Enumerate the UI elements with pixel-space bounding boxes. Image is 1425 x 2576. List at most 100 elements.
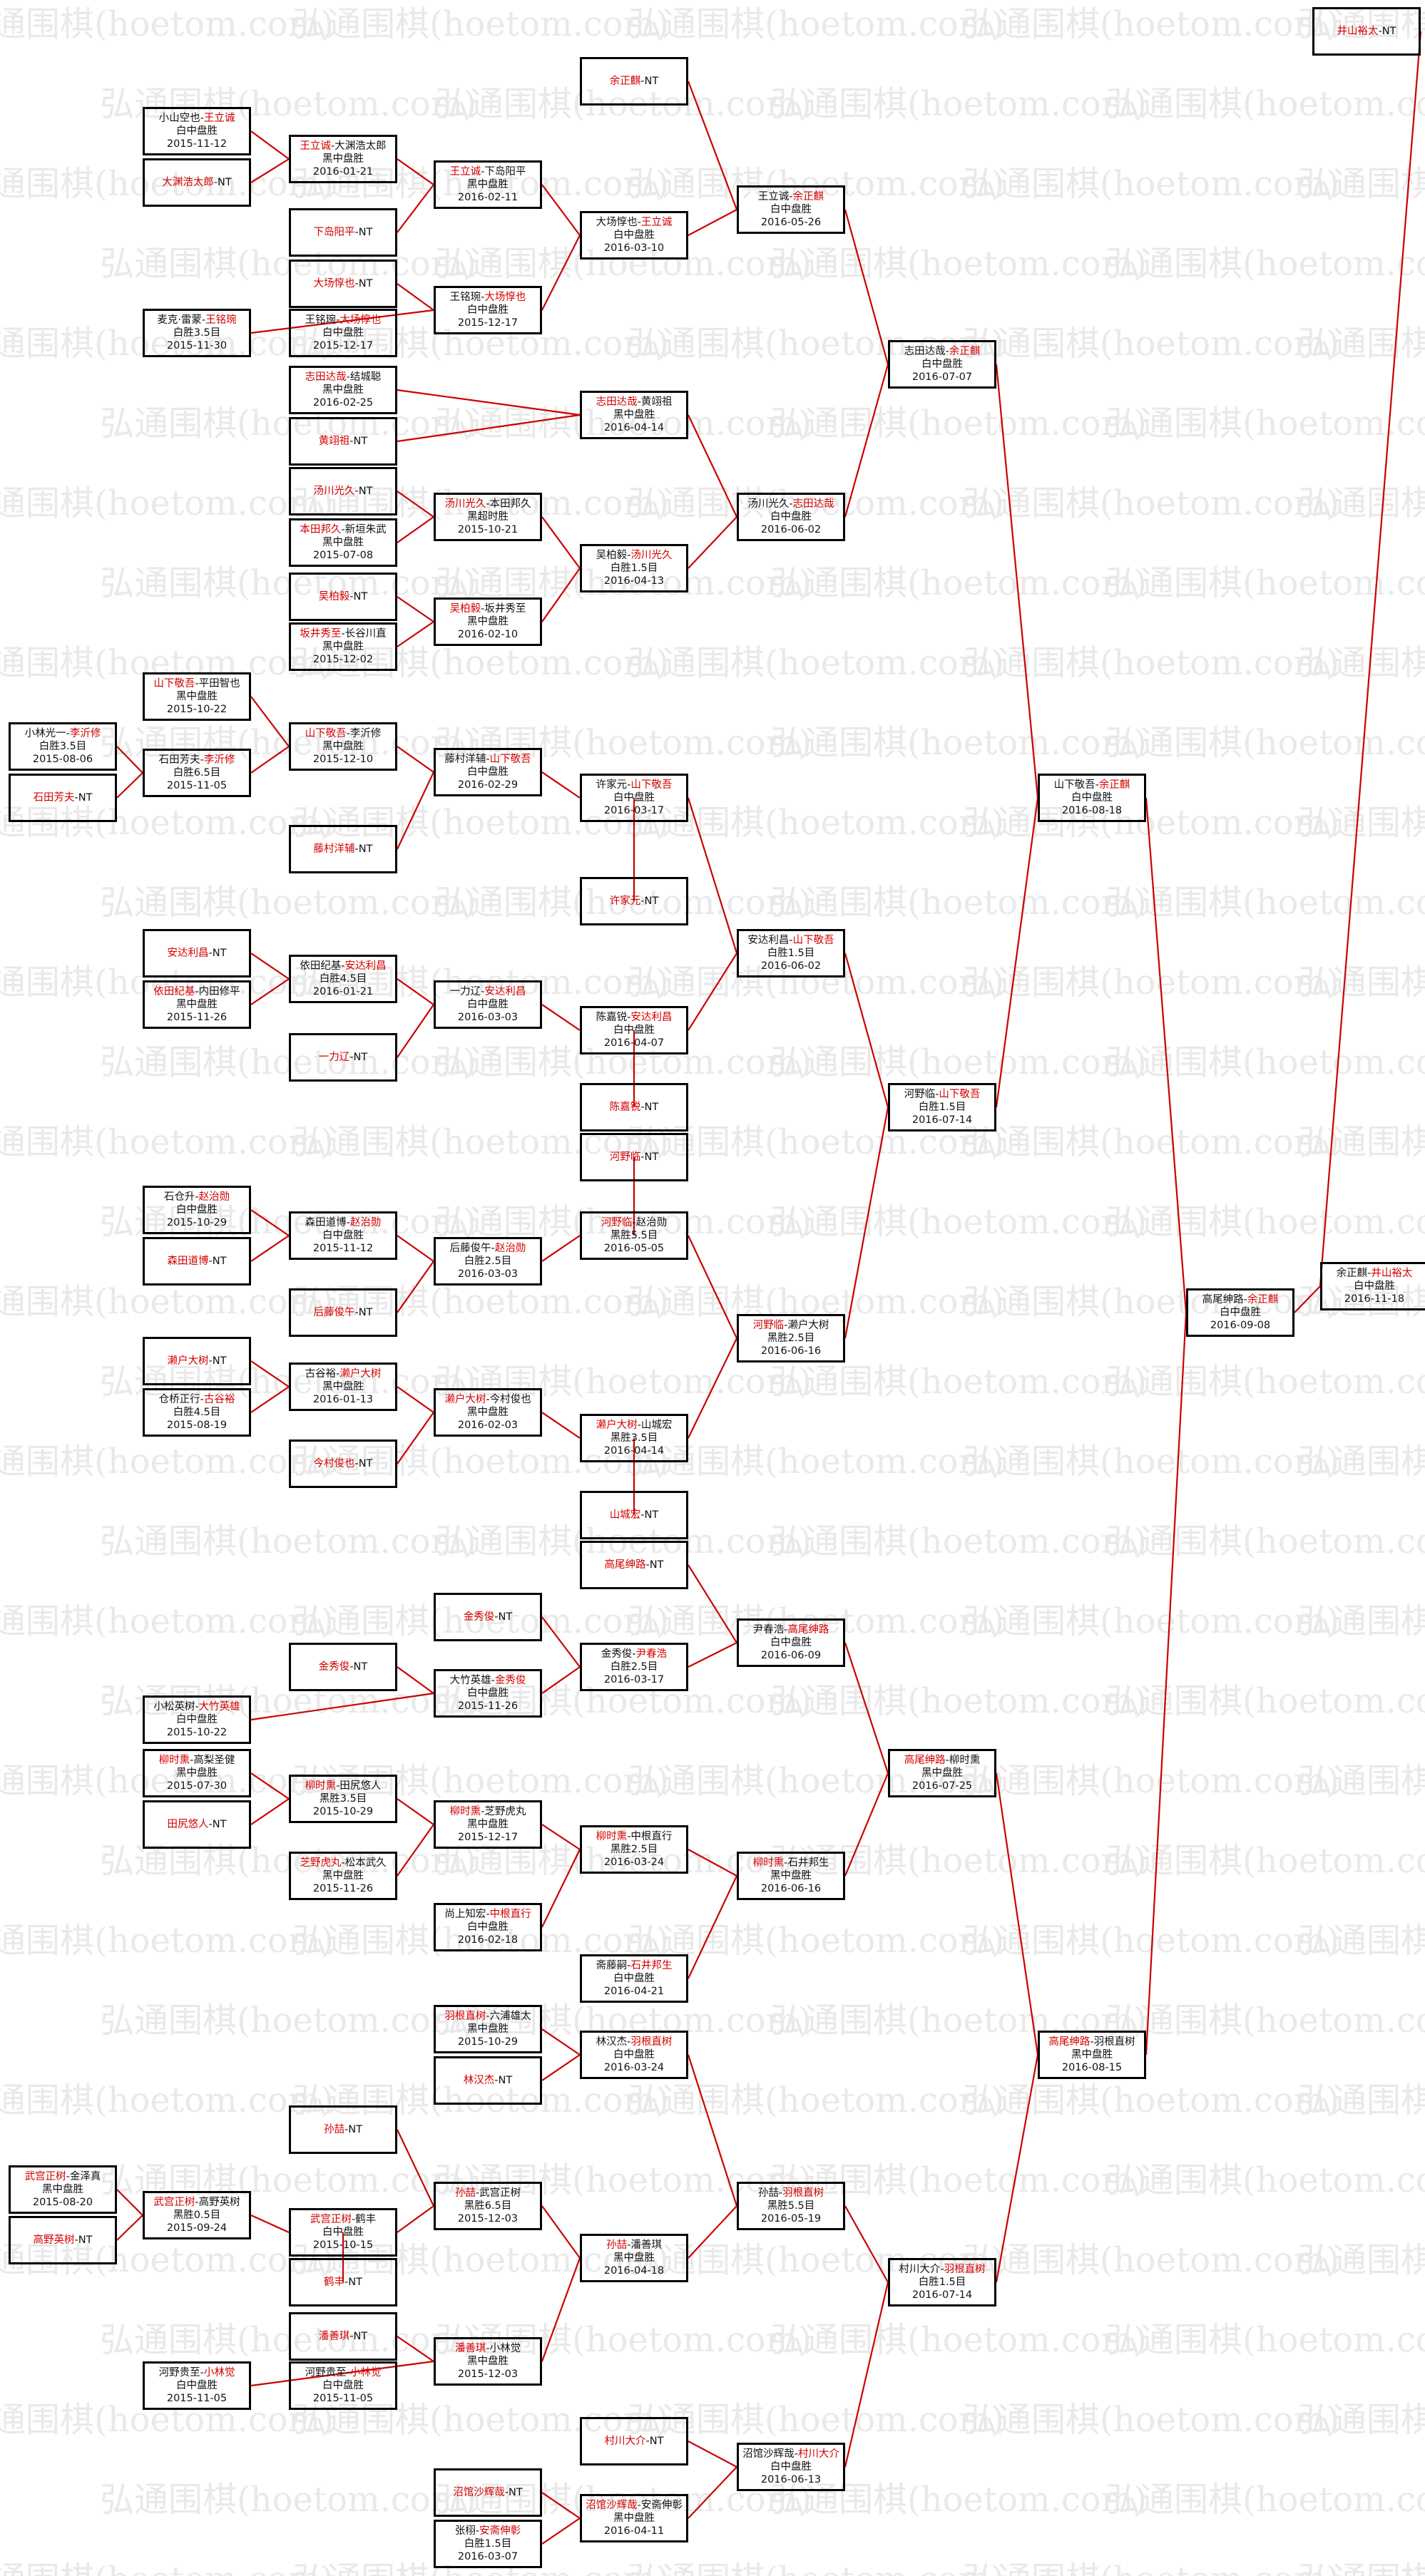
match-box-r3-10[interactable]: 后藤俊午-NT	[289, 1288, 397, 1337]
match-box-r1-10[interactable]: 田尻悠人-NT	[143, 1800, 251, 1849]
match-box-r5-12[interactable]: 山城宏-NT	[580, 1491, 688, 1539]
match-box-r2-16[interactable]: 濑户大树-NT	[143, 1337, 251, 1385]
match-box-r5-19[interactable]: 村川大介-NT	[580, 2417, 688, 2465]
match-box-r3-06[interactable]: 藤村洋辅-NT	[289, 825, 397, 873]
match-box-r3-12[interactable]: 今村俊也-NT	[289, 1440, 397, 1488]
match-box-r1-05[interactable]: 石田芳夫-NT	[9, 774, 117, 822]
match-box-r5-06[interactable]: 许家元-NT	[580, 877, 688, 925]
match-box-r2-13[interactable]: 安达利昌-NT	[143, 929, 251, 977]
match-box-f-01[interactable]: 井山裕太-NT	[1312, 7, 1421, 56]
match-box-r5-01[interactable]: 余正麒-NT	[580, 57, 688, 106]
match-box-r2-23[interactable]: 孙喆-NT	[289, 2105, 397, 2154]
match-box-r2-25[interactable]: 鹤丰-NT	[289, 2258, 397, 2306]
match-box-r5-13[interactable]: 高尾绅路-NT	[580, 1541, 688, 1589]
match-box-r2-02[interactable]: 下岛阳平-NT	[289, 208, 397, 257]
match-box-r5-09[interactable]: 河野临-NT	[580, 1133, 688, 1181]
match-box-r2-26[interactable]: 潘善琪-NT	[289, 2312, 397, 2361]
match-box-r3-13[interactable]: 金秀俊-NT	[434, 1593, 542, 1641]
match-box-r2-20[interactable]: 金秀俊-NT	[289, 1643, 397, 1691]
match-box-r5-08[interactable]: 陈嘉锐-NT	[580, 1083, 688, 1132]
match-box-r3-08[interactable]: 一力辽-NT	[289, 1033, 397, 1082]
match-box-r1-02[interactable]: 大渊浩太郎-NT	[143, 158, 251, 207]
match-box-r1-13[interactable]: 高野英树-NT	[9, 2216, 117, 2264]
match-box-r2-27[interactable]: 沼馆沙辉哉-NT	[434, 2468, 542, 2517]
match-box-r2-03[interactable]: 大场惇也-NT	[289, 260, 397, 308]
match-box-r1-07[interactable]: 森田道博-NT	[143, 1237, 251, 1286]
match-box-r2-09[interactable]: 吴柏毅-NT	[289, 573, 397, 621]
match-box-r2-06[interactable]: 黄翊祖-NT	[289, 417, 397, 466]
match-box-r2-22[interactable]: 林汉杰-NT	[434, 2056, 542, 2105]
match-box-r2-07[interactable]: 汤川光久-NT	[289, 467, 397, 515]
